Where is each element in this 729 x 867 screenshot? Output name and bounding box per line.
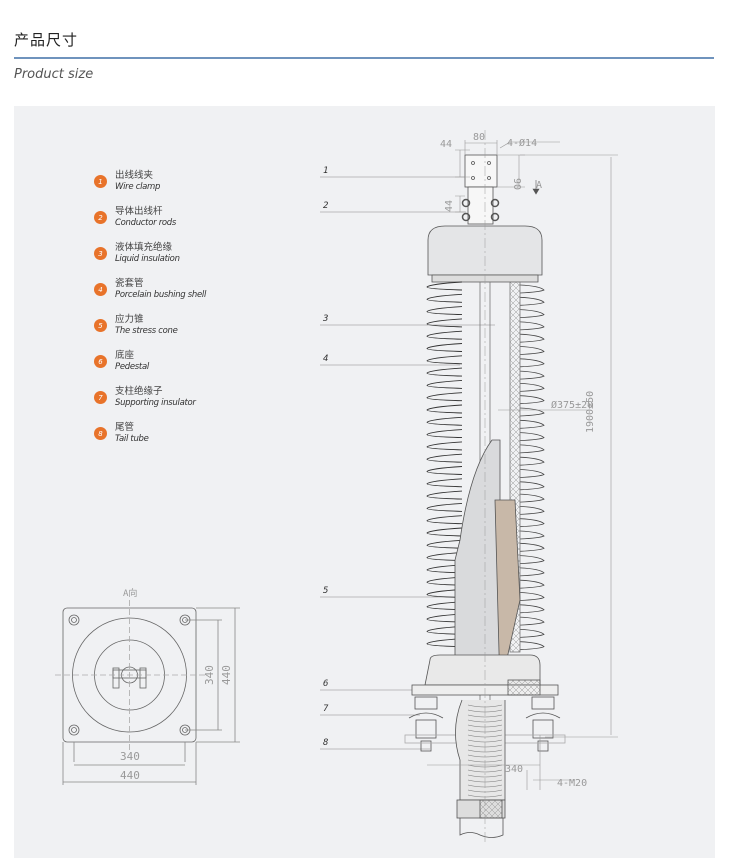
page-subtitle: Product size bbox=[14, 67, 94, 82]
support-insulator-right bbox=[525, 696, 561, 752]
legend-cn: 尾管 bbox=[115, 422, 135, 433]
callout-number: 8 bbox=[323, 738, 328, 748]
legend-number: 4 bbox=[94, 283, 107, 296]
dim-rod-spacing: 44 bbox=[444, 200, 455, 212]
legend-en: Liquid insulation bbox=[115, 254, 180, 264]
callout-number: 1 bbox=[323, 166, 328, 176]
dim-holes: 4-Ø14 bbox=[507, 137, 537, 149]
dim-340-horizontal: 340 bbox=[120, 750, 140, 763]
legend-cn: 底座 bbox=[115, 350, 135, 361]
legend-en: Porcelain bushing shell bbox=[115, 290, 207, 300]
legend-en: Supporting insulator bbox=[115, 398, 196, 408]
legend-en: Tail tube bbox=[115, 434, 149, 444]
callout-number: 7 bbox=[323, 704, 329, 714]
view-a-drawing: A向 bbox=[55, 587, 240, 785]
legend-number: 2 bbox=[94, 211, 107, 224]
legend-cn: 应力锥 bbox=[115, 314, 144, 325]
callout-number: 3 bbox=[322, 314, 328, 324]
drawing-panel bbox=[14, 106, 715, 858]
page-title: 产品尺寸 bbox=[14, 31, 79, 49]
legend-cn: 瓷套管 bbox=[115, 278, 144, 289]
legend-number: 6 bbox=[94, 355, 107, 368]
support-insulator-left bbox=[408, 696, 444, 752]
legend-en: Wire clamp bbox=[115, 182, 161, 192]
legend-number: 7 bbox=[94, 391, 107, 404]
legend-number: 3 bbox=[94, 247, 107, 260]
dim-top-offset: 44 bbox=[440, 139, 452, 150]
legend-number: 8 bbox=[94, 427, 107, 440]
dim-top-height: 90 bbox=[511, 178, 522, 190]
bushing-drawing bbox=[404, 130, 566, 845]
legend-cn: 导体出线杆 bbox=[115, 206, 163, 217]
legend-number: 5 bbox=[94, 319, 107, 332]
view-a-label: A向 bbox=[123, 587, 137, 599]
legend-cn: 液体填充绝缘 bbox=[115, 242, 173, 253]
dim-440-vertical: 440 bbox=[220, 665, 233, 685]
dim-bolts: 4-M20 bbox=[557, 778, 587, 789]
dim-440-horizontal: 440 bbox=[120, 769, 140, 782]
legend-en: Pedestal bbox=[115, 362, 149, 372]
dim-diameter: Ø375±20 bbox=[551, 399, 593, 411]
callout-number: 5 bbox=[323, 586, 328, 596]
view-a-arrow-label: A bbox=[536, 180, 542, 191]
callout-number: 6 bbox=[323, 679, 328, 689]
legend-en: Conductor rods bbox=[115, 218, 177, 228]
dimension-lines bbox=[427, 140, 618, 790]
legend-cn: 出线线夹 bbox=[115, 170, 154, 181]
legend-en: The stress cone bbox=[115, 326, 178, 336]
legend-number: 1 bbox=[94, 175, 107, 188]
dim-base-spacing: 340 bbox=[505, 764, 523, 775]
bolt-hole-icon bbox=[68, 614, 80, 626]
callout-number: 4 bbox=[323, 354, 328, 364]
callout-number: 2 bbox=[323, 201, 328, 211]
dim-height: 1900±50 bbox=[585, 391, 596, 433]
title-divider bbox=[14, 57, 714, 59]
dim-top-width: 80 bbox=[473, 132, 485, 143]
legend-cn: 支柱绝缘子 bbox=[115, 386, 163, 397]
dim-340-vertical: 340 bbox=[203, 665, 216, 685]
